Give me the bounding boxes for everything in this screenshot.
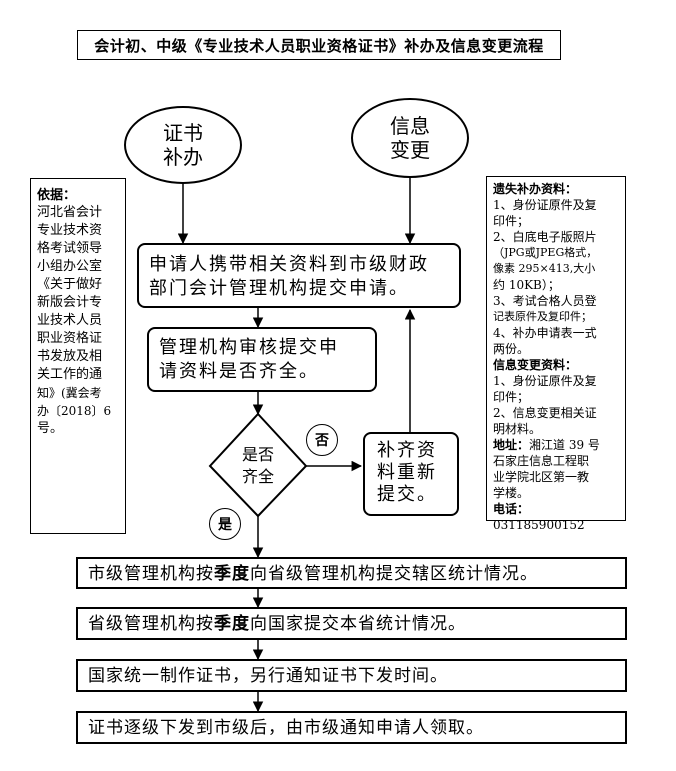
oval-info-change: 信息 变更 — [351, 98, 469, 178]
step-submit-application: 申请人携带相关资料到市级财政 部门会计管理机构提交申请。 — [137, 243, 461, 308]
step-nation-produce: 国家统一制作证书，另行通知证书下发时间。 — [76, 659, 627, 692]
basis-line: 小组办公室 — [37, 259, 103, 274]
step-city-report: 市级管理机构按季度向省级管理机构提交辖区统计情况。 — [76, 557, 627, 589]
materials-box: 遗失补办资料： 1、身份证原件及复 印件； 2、白底电子版照片 （JPG或JPE… — [486, 176, 626, 532]
lost-material-line: 像素 295×413,大小 — [493, 262, 596, 275]
address-line: 学楼。 — [493, 486, 530, 500]
step-review-line2: 请资料是否齐全。 — [159, 361, 319, 382]
change-material-line: 2、信息变更相关证 — [493, 406, 597, 420]
lost-material-line: 两份。 — [493, 342, 530, 356]
label-no: 否 — [306, 424, 338, 456]
basis-line: 河北省会计 — [37, 205, 103, 220]
oval-certificate-reissue: 证书 补办 — [124, 106, 242, 184]
step-province-post: 向国家提交本省统计情况。 — [250, 614, 466, 634]
page-title: 会计初、中级《专业技术人员职业资格证书》补办及信息变更流程 — [77, 30, 561, 60]
step-resubmit-line3: 提交。 — [377, 484, 437, 505]
step-review-line1: 管理机构审核提交申 — [159, 337, 339, 358]
basis-line: 知》(冀会考 — [37, 386, 102, 400]
step-resubmit: 补齐资 料重新 提交。 — [363, 432, 459, 516]
step-province-report: 省级管理机构按季度向国家提交本省统计情况。 — [76, 607, 627, 640]
basis-line: 办〔2018〕6 — [37, 404, 112, 418]
basis-line: 关工作的通 — [37, 367, 103, 382]
address-line: 湘江道 39 号 — [529, 438, 600, 452]
basis-line: 职业资格证 — [37, 331, 103, 346]
lost-material-line: 4、补办申请表一式 — [493, 326, 597, 340]
step-resubmit-line2: 料重新 — [377, 462, 437, 483]
step-city-post: 向省级管理机构提交辖区统计情况。 — [250, 564, 538, 584]
address-line: 石家庄信息工程职 — [493, 454, 590, 468]
change-materials-heading: 信息变更资料： — [493, 358, 578, 372]
lost-material-line: 2、白底电子版照片 — [493, 230, 597, 244]
step-resubmit-line1: 补齐资 — [377, 440, 437, 461]
basis-line: 号。 — [37, 421, 64, 436]
oval-left-line2: 补办 — [163, 145, 203, 169]
step-issue-certificate: 证书逐级下发到市级后，由市级通知申请人领取。 — [76, 711, 627, 744]
basis-line: 专业技术资 — [37, 223, 103, 238]
oval-right-line1: 信息 — [390, 114, 430, 138]
phone-number: 031185900152 — [493, 518, 585, 532]
basis-box: 依据： 河北省会计 专业技术资 格考试领导 小组办公室 《关于做好 新版会计专 … — [30, 178, 126, 534]
basis-line: 《关于做好 — [37, 277, 103, 292]
change-material-line: 明材料。 — [493, 422, 542, 436]
lost-material-line: （JPG或JPEG格式， — [493, 246, 598, 259]
step-province-bold: 季度 — [214, 614, 250, 634]
basis-line: 书发放及相 — [37, 349, 103, 364]
label-yes: 是 — [209, 508, 241, 540]
basis-line: 新版会计专 — [37, 295, 103, 310]
lost-material-line: 印件； — [493, 214, 530, 228]
basis-heading: 依据： — [37, 188, 77, 203]
address-label: 地址： — [493, 438, 530, 452]
step-apply-line2: 部门会计管理机构提交申请。 — [149, 278, 409, 299]
decision-complete: 是否 齐全 — [218, 440, 298, 492]
change-material-line: 1、身份证原件及复 — [493, 374, 597, 388]
decision-diamond — [208, 412, 308, 518]
lost-material-line: 1、身份证原件及复 — [493, 198, 597, 212]
step-province-pre: 省级管理机构按 — [88, 614, 214, 634]
step-city-bold: 季度 — [214, 564, 250, 584]
decision-line2: 齐全 — [241, 467, 274, 486]
phone-label: 电话： — [493, 502, 530, 516]
basis-line: 格考试领导 — [37, 241, 103, 256]
lost-material-line: 记表原件及复印件； — [493, 310, 592, 323]
decision-line1: 是否 — [241, 445, 274, 464]
lost-material-line: 约 10KB）； — [493, 278, 560, 292]
step-review-materials: 管理机构审核提交申 请资料是否齐全。 — [147, 327, 377, 392]
oval-right-line2: 变更 — [390, 138, 430, 162]
basis-line: 业技术人员 — [37, 313, 103, 328]
lost-materials-heading: 遗失补办资料： — [493, 182, 578, 196]
oval-left-line1: 证书 — [163, 121, 203, 145]
address-line: 业学院北区第一教 — [493, 470, 590, 484]
step-city-pre: 市级管理机构按 — [88, 564, 214, 584]
step-apply-line1: 申请人携带相关资料到市级财政 — [149, 254, 429, 275]
change-material-line: 印件； — [493, 390, 530, 404]
lost-material-line: 3、考试合格人员登 — [493, 294, 597, 308]
